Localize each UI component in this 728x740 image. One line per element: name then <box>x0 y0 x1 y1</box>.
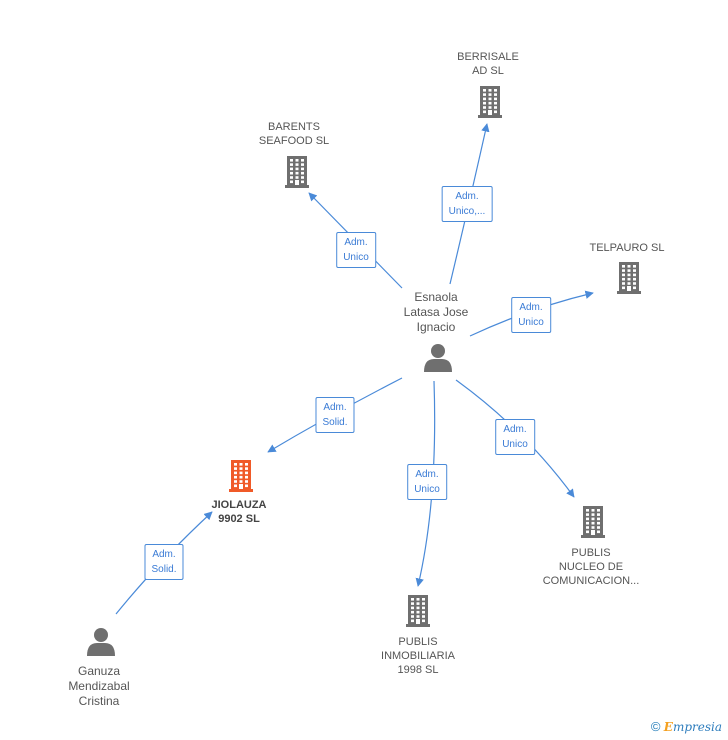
node-label-barents[interactable]: BARENTS SEAFOOD SL <box>259 120 329 148</box>
edge-label-ganuza-jiolauza[interactable]: Adm. Solid. <box>144 544 184 580</box>
edge-label-esnaola-publis_inmo[interactable]: Adm. Unico <box>407 464 447 500</box>
icons-layer <box>87 86 641 656</box>
node-label-line: INMOBILIARIA <box>381 650 455 662</box>
node-label-line: Esnaola <box>414 290 458 304</box>
edge-label-line: Adm. <box>503 424 527 435</box>
empresia-logo-text: mpresia <box>672 720 722 734</box>
node-label-line: BERRISALE <box>457 51 519 63</box>
person-icon-ganuza[interactable] <box>87 628 115 656</box>
edge-label-esnaola-jiolauza[interactable]: Adm. Solid. <box>315 397 355 433</box>
edge-label-esnaola-telpauro[interactable]: Adm. Unico <box>511 297 551 333</box>
edges-layer <box>115 123 594 615</box>
node-label-publis_inmo[interactable]: PUBLIS INMOBILIARIA 1998 SL <box>381 635 455 677</box>
copyright-symbol: © <box>650 719 661 734</box>
edge-label-line: Solid. <box>322 417 348 428</box>
building-icon-telpauro[interactable] <box>617 262 641 294</box>
node-label-line: Cristina <box>78 694 120 708</box>
building-icon-publis_inmo[interactable] <box>406 595 430 627</box>
node-label-line: TELPAURO SL <box>589 242 665 254</box>
node-label-line: Ganuza <box>77 664 121 678</box>
building-icon-publis_nucleo[interactable] <box>581 506 605 538</box>
building-icon-barents[interactable] <box>285 156 309 188</box>
node-label-line: 1998 SL <box>397 664 439 676</box>
building-icon-jiolauza[interactable] <box>229 460 253 492</box>
node-label-line: BARENTS <box>268 121 320 133</box>
edge-label-line: Solid. <box>151 564 177 575</box>
edge-label-line: Unico,... <box>448 206 486 217</box>
node-label-line: COMUNICACION... <box>542 575 640 587</box>
node-label-line: Ignacio <box>416 320 456 334</box>
edge-label-esnaola-barents[interactable]: Adm. Unico <box>336 232 376 268</box>
edge-label-line: Unico <box>343 252 369 263</box>
edge-label-esnaola-publis_nucleo[interactable]: Adm. Unico <box>495 419 535 455</box>
edge-label-line: Adm. <box>152 549 176 560</box>
node-label-line: Latasa Jose <box>403 305 469 319</box>
edge-label-line: Unico <box>502 439 528 450</box>
node-label-jiolauza[interactable]: JIOLAUZA 9902 SL <box>212 498 267 526</box>
edge-label-line: Adm. <box>519 302 543 313</box>
node-label-publis_nucleo[interactable]: PUBLIS NUCLEO DE COMUNICACION... <box>543 546 640 588</box>
node-label-line: JIOLAUZA <box>211 499 267 511</box>
node-label-telpauro[interactable]: TELPAURO SL <box>590 241 665 255</box>
node-label-line: Mendizabal <box>68 679 130 693</box>
node-label-line: PUBLIS <box>398 636 438 648</box>
node-label-line: NUCLEO DE <box>558 561 624 573</box>
node-label-line: AD SL <box>472 65 504 77</box>
brand-footer[interactable]: © Empresia <box>651 719 722 734</box>
edge-label-line: Adm. <box>455 191 479 202</box>
node-label-line: 9902 SL <box>218 513 260 525</box>
edge-label-line: Adm. <box>323 402 347 413</box>
edge-label-line: Unico <box>414 484 440 495</box>
person-icon-esnaola[interactable] <box>424 344 452 372</box>
node-label-line: PUBLIS <box>571 547 611 559</box>
edge-label-esnaola-berrisale[interactable]: Adm. Unico,... <box>441 186 493 222</box>
node-label-line: SEAFOOD SL <box>258 135 330 147</box>
edge-label-line: Unico <box>518 317 544 328</box>
edge-label-line: Adm. <box>344 237 368 248</box>
node-label-berrisale[interactable]: BERRISALE AD SL <box>457 50 519 78</box>
building-icon-berrisale[interactable] <box>478 86 502 118</box>
edge-label-line: Adm. <box>415 469 439 480</box>
empresia-logo-initial: E <box>663 720 673 734</box>
